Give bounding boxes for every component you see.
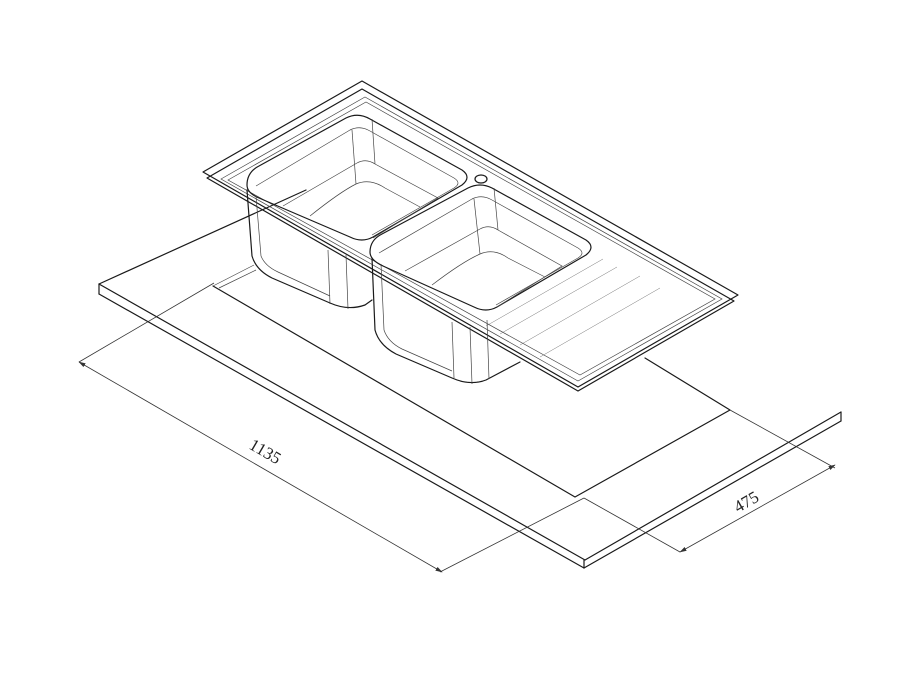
length-label: 1135 [246, 435, 284, 468]
right-bowl [369, 184, 592, 385]
sink [202, 80, 739, 392]
width-dimension: 475 [583, 409, 836, 553]
left-bowl [246, 114, 468, 310]
length-dimension: 1135 [78, 282, 585, 573]
countertop-cutout [212, 264, 731, 498]
tap-hole-icon [474, 174, 488, 184]
countertop [98, 189, 842, 569]
width-label: 475 [731, 487, 763, 516]
